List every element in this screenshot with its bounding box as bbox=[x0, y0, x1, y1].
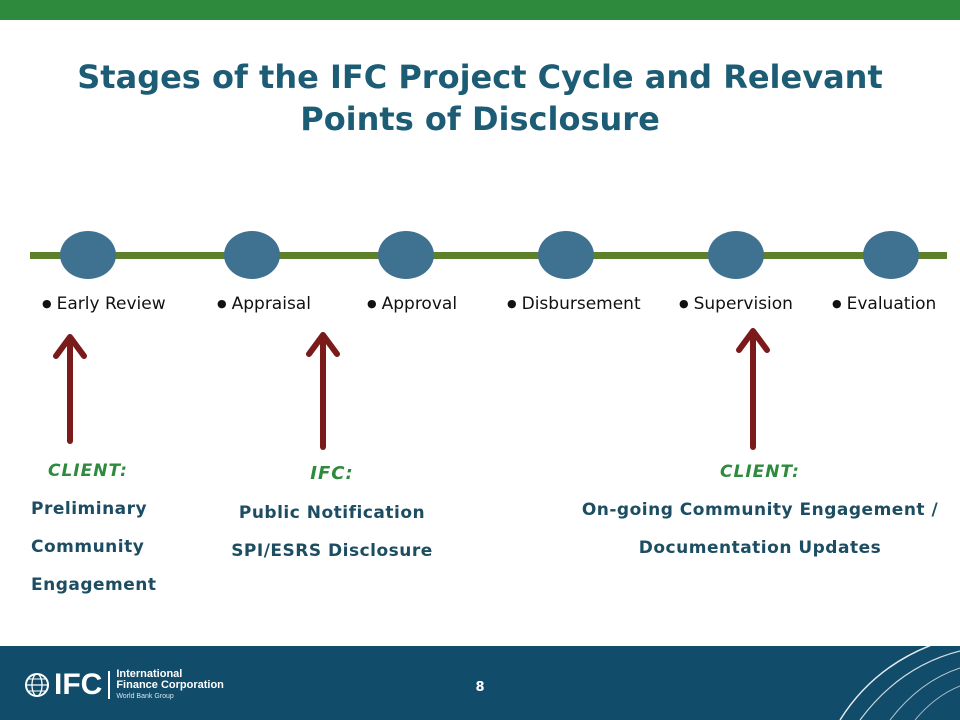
bullet-icon: ● bbox=[42, 297, 52, 310]
ifc-disclosure-block: IFC: Public Notification SPI/ESRS Disclo… bbox=[212, 462, 452, 570]
stage-label-early-review: ●Early Review bbox=[42, 294, 166, 314]
logo-wordmark: IFC bbox=[54, 668, 103, 701]
decorative-curves bbox=[839, 646, 960, 720]
ifc-logo: IFC International Finance Corporation Wo… bbox=[24, 668, 224, 702]
stage-label-evaluation: ●Evaluation bbox=[832, 294, 937, 314]
client-ongoing-block: CLIENT: On-going Community Engagement / … bbox=[570, 461, 950, 567]
bullet-icon: ● bbox=[367, 297, 377, 310]
up-arrow-icon bbox=[736, 328, 770, 450]
disclosure-text-line: SPI/ESRS Disclosure bbox=[231, 541, 433, 561]
logo-divider bbox=[108, 671, 111, 699]
stage-node-evaluation bbox=[863, 231, 919, 279]
actor-label-client: CLIENT: bbox=[48, 461, 128, 481]
disclosure-text-line: Community bbox=[31, 537, 145, 557]
disclosure-text-line: Documentation Updates bbox=[638, 538, 882, 558]
bullet-icon: ● bbox=[832, 297, 842, 310]
stage-node-early-review bbox=[60, 231, 116, 279]
up-arrow-icon bbox=[53, 334, 87, 444]
bullet-icon: ● bbox=[507, 297, 517, 310]
stage-label-appraisal: ●Appraisal bbox=[217, 294, 311, 314]
page-number: 8 bbox=[475, 680, 485, 695]
disclosure-text-line: On-going Community Engagement / bbox=[581, 500, 939, 520]
up-arrow-icon bbox=[306, 332, 340, 450]
stage-label-approval: ●Approval bbox=[367, 294, 458, 314]
disclosure-text-line: Engagement bbox=[31, 575, 157, 595]
stage-label-supervision: ●Supervision bbox=[679, 294, 793, 314]
client-preliminary-block: CLIENT: Preliminary Community Engagement bbox=[18, 460, 158, 604]
bullet-icon: ● bbox=[679, 297, 689, 310]
disclosure-text-line: Preliminary bbox=[31, 499, 148, 519]
slide-title: Stages of the IFC Project Cycle and Rele… bbox=[40, 56, 920, 140]
stage-node-appraisal bbox=[224, 231, 280, 279]
disclosure-text-line: Public Notification bbox=[238, 503, 426, 523]
footer-bar: IFC International Finance Corporation Wo… bbox=[0, 646, 960, 720]
slide-title-line2: Points of Disclosure bbox=[300, 100, 660, 138]
globe-icon bbox=[25, 673, 49, 697]
bullet-icon: ● bbox=[217, 297, 227, 310]
slide-title-line1: Stages of the IFC Project Cycle and Rele… bbox=[77, 58, 883, 96]
actor-label-client: CLIENT: bbox=[720, 462, 800, 482]
stage-node-supervision bbox=[708, 231, 764, 279]
stage-node-approval bbox=[378, 231, 434, 279]
stage-node-disbursement bbox=[538, 231, 594, 279]
timeline-bar bbox=[30, 252, 947, 259]
top-accent-bar bbox=[0, 0, 960, 20]
logo-text: International Finance Corporation World … bbox=[116, 667, 224, 700]
stage-label-disbursement: ●Disbursement bbox=[507, 294, 641, 314]
actor-label-ifc: IFC: bbox=[310, 463, 354, 484]
